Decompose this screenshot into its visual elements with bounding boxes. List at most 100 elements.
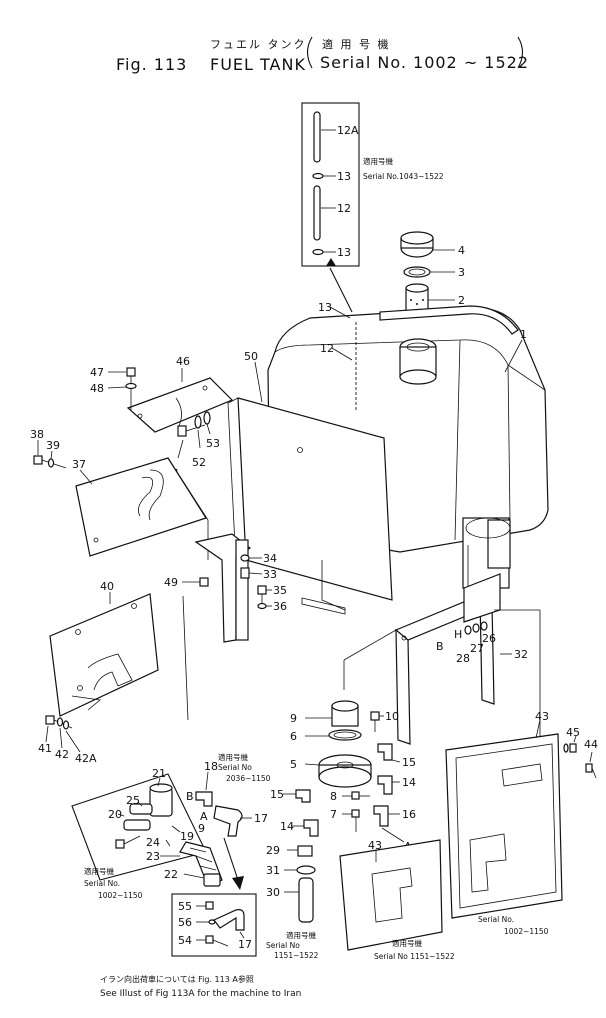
- bolt-38: [33, 455, 43, 465]
- washer-36: [257, 602, 267, 610]
- callout-15-b: 15: [270, 788, 284, 801]
- arrow-to-tank-top: [326, 258, 336, 266]
- elbow-14-a: [377, 775, 393, 795]
- callout-13-c: 13: [318, 301, 332, 314]
- fitting-29: [297, 845, 313, 857]
- callout-5: 5: [290, 758, 297, 771]
- note-5-en: Serial No 1151~1522: [374, 952, 455, 961]
- callout-2: 2: [458, 294, 465, 307]
- callout-B-top: B: [436, 640, 444, 653]
- footer-jp: イラン向出荷車については Fig. 113 A参照: [100, 974, 254, 984]
- elbow-15-a: [377, 743, 393, 761]
- callout-14-b: 14: [280, 820, 294, 833]
- title-en: FUEL TANK: [210, 55, 306, 74]
- washer-13-lower: [312, 248, 324, 256]
- callout-54: 54: [178, 934, 192, 947]
- fuel-filter-head: [318, 700, 372, 788]
- callout-52: 52: [192, 456, 206, 469]
- callout-8: 8: [330, 790, 337, 803]
- callout-A-left: A: [200, 810, 208, 823]
- clamp-31: [296, 865, 316, 875]
- bolt-49: [199, 577, 209, 587]
- callout-45: 45: [566, 726, 580, 739]
- connector-18: [195, 791, 213, 807]
- callout-42A: 42A: [75, 752, 97, 765]
- callout-53: 53: [206, 437, 220, 450]
- callout-44: 44: [584, 738, 598, 751]
- callout-9-b: 9: [198, 822, 205, 835]
- callout-43-b: 43: [368, 839, 382, 852]
- callout-27: 27: [470, 642, 484, 655]
- fitting-25: [129, 803, 153, 815]
- callout-46: 46: [176, 355, 190, 368]
- bolt-20: [115, 839, 125, 849]
- note-6-en2: 1002~1150: [504, 927, 549, 936]
- door-panel-43-lower: [339, 839, 443, 951]
- callout-B-left: B: [186, 790, 194, 803]
- callout-32: 32: [514, 648, 528, 661]
- note-4-en2: 1151~1522: [274, 951, 319, 960]
- gauge-rod-12A: [313, 111, 321, 163]
- callout-14-a: 14: [402, 776, 416, 789]
- callout-12-a: 12: [337, 202, 351, 215]
- callout-4: 4: [458, 244, 465, 257]
- bolt-51: [177, 425, 187, 437]
- callout-7: 7: [330, 808, 337, 821]
- support-frame-32: [394, 573, 502, 745]
- variant-inset-box: [171, 893, 257, 957]
- pipe-17-variant: [213, 909, 245, 931]
- callout-49: 49: [164, 576, 178, 589]
- gasket-3: [403, 266, 431, 278]
- callout-24: 24: [146, 836, 160, 849]
- callout-55: 55: [178, 900, 192, 913]
- callout-43-a: 43: [535, 710, 549, 723]
- door-panel-43-upper: [445, 733, 563, 919]
- callout-12A: 12A: [337, 124, 359, 137]
- callout-18: 18: [204, 760, 218, 773]
- callout-39: 39: [46, 439, 60, 452]
- valve-body-21: [149, 783, 173, 817]
- callout-41: 41: [38, 742, 52, 755]
- note-2-jp: 適用号機: [218, 752, 248, 762]
- washer-53: [203, 411, 211, 425]
- callout-17-a: 17: [254, 812, 268, 825]
- callout-17-b: 17: [238, 938, 252, 951]
- bolt-7: [351, 809, 360, 818]
- callout-13-b: 13: [337, 246, 351, 259]
- note-1-en: Serial No.1043~1522: [363, 172, 444, 181]
- callout-16: 16: [402, 808, 416, 821]
- callout-19: 19: [180, 830, 194, 843]
- nut-34: [240, 554, 250, 562]
- elbow-15-b: [295, 789, 311, 803]
- hose-30: [298, 877, 314, 923]
- callout-31: 31: [266, 864, 280, 877]
- callout-13-a: 13: [337, 170, 351, 183]
- bolt-47: [126, 367, 136, 377]
- arrow-to-inset: [232, 876, 244, 890]
- title-jp: フュエル タンク: [210, 38, 307, 51]
- callout-34: 34: [263, 552, 277, 565]
- footer-en: See Illust of Fig 113A for the machine t…: [100, 989, 301, 999]
- note-2-en1: Serial No: [218, 763, 252, 772]
- bolt-10: [370, 711, 380, 721]
- callout-30: 30: [266, 886, 280, 899]
- gauge-rod-12: [313, 185, 321, 241]
- clamp-22: [203, 873, 221, 887]
- callout-12-b: 12: [320, 342, 334, 355]
- fig-label: Fig. 113: [116, 55, 187, 74]
- note-1-jp: 適用号機: [363, 156, 393, 166]
- note-3-en2: 1002~1150: [98, 891, 143, 900]
- callout-25: 25: [126, 794, 140, 807]
- callout-47: 47: [90, 366, 104, 379]
- note-5-jp: 適用号機: [392, 938, 422, 948]
- serial-text: Serial No. 1002 ~ 1522: [320, 53, 529, 72]
- note-3-jp: 適用号機: [84, 866, 114, 876]
- callout-22: 22: [164, 868, 178, 881]
- callout-37: 37: [72, 458, 86, 471]
- callout-28: 28: [456, 652, 470, 665]
- note-3-en1: Serial No.: [84, 879, 120, 888]
- title-paren-left: [306, 36, 313, 69]
- bolt-54: [205, 935, 214, 944]
- callout-H: H: [454, 628, 462, 641]
